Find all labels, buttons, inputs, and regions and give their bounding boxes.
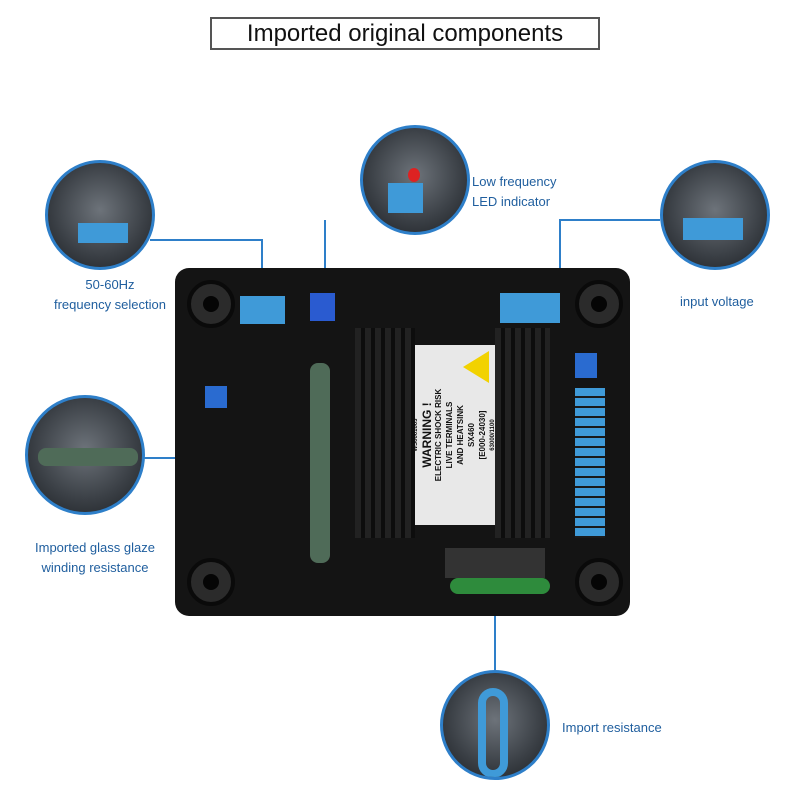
callout-label-line: Import resistance [562, 720, 662, 735]
sticker-warning: WARNING ! [420, 402, 434, 468]
sticker-part-code: [E000-24030] [478, 410, 487, 460]
callout-input-voltage: input voltage [680, 292, 754, 312]
zoom-circle-input-voltage [660, 160, 770, 270]
callout-label-line: Imported glass glaze [35, 540, 155, 555]
warning-triangle-icon [463, 351, 489, 383]
sticker-note2: AND HEATSINK [456, 405, 465, 465]
zoom-circle-winding-resistance [25, 395, 145, 515]
zoom-circle-import-resistance [440, 670, 550, 780]
sticker-risk: ELECTRIC SHOCK RISK [434, 388, 443, 482]
callout-label-line: Low frequency [472, 174, 557, 189]
zoom-circle-frequency-selector [45, 160, 155, 270]
callout-frequency-selection: 50-60Hz frequency selection [40, 275, 180, 315]
callout-label-line: 50-60Hz [85, 277, 135, 292]
sticker-model: SX460 [467, 422, 476, 448]
callout-label-line: input voltage [680, 294, 754, 309]
sticker-note1: LIVE TERMINALS [445, 401, 454, 469]
avr-circuit-board [175, 268, 630, 616]
callout-label-line: winding resistance [41, 560, 149, 575]
callout-led-indicator: Low frequency LED indicator [472, 172, 557, 212]
zoom-circle-led [360, 125, 470, 235]
sticker-barcode-text: 63000/1100 [490, 419, 496, 451]
callout-import-resistance: Import resistance [562, 718, 662, 738]
warning-sticker: WS0001003 WARNING ! ELECTRIC SHOCK RISK … [413, 345, 496, 525]
page-title: Imported original components [210, 17, 600, 50]
callout-label-line: frequency selection [53, 297, 166, 312]
callout-winding-resistance: Imported glass glaze winding resistance [25, 538, 165, 578]
callout-label-line: LED indicator [472, 194, 551, 209]
